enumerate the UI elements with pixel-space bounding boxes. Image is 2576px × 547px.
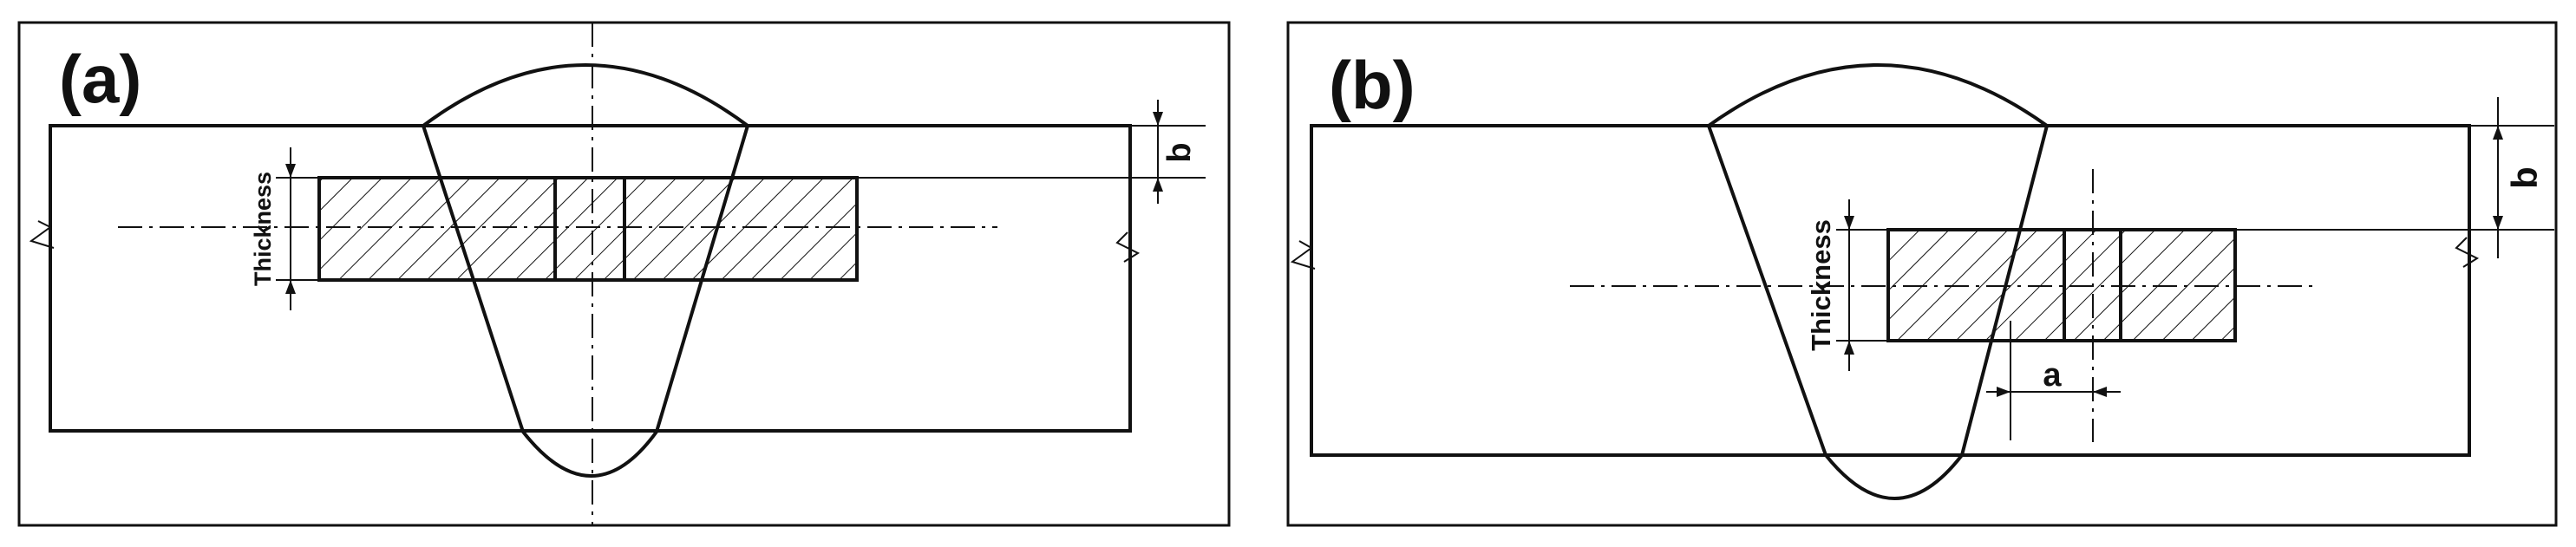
panel-a-thickness-arrow-top (285, 164, 296, 178)
panel-b-right-break-mark (2455, 237, 2480, 268)
panel-b-base-plate (1310, 124, 2471, 457)
panel-a-b-arrow-bottom (1153, 178, 1163, 192)
panel-b-a-arrow-left (1997, 387, 2010, 397)
panel-a-right-break-mark (1115, 231, 1141, 263)
panel-a-b-label: b (1161, 142, 1198, 162)
panel-a-left-break-mark (29, 220, 55, 249)
panel-b-frame (1286, 21, 2558, 527)
panel-b-b-label: b (2504, 166, 2545, 189)
panel-b-b-arrow-top (2493, 126, 2503, 140)
panel-b-label: (b) (1329, 47, 1415, 123)
panel-a-label: (a) (59, 41, 141, 117)
panel-a-thickness-arrow-bottom (285, 280, 296, 294)
panel-b-thickness-label: Thickness (1806, 219, 1836, 351)
panel-b-weld-bead (1706, 63, 2050, 500)
panel-a: (a) Thickness b (17, 21, 1231, 527)
panel-a-frame (17, 21, 1231, 527)
panel-b-a-label: a (2043, 357, 2062, 394)
panel-a-b-arrow-top (1153, 112, 1163, 126)
panel-a-weld-bead (421, 63, 750, 478)
panel-b-a-arrow-right (2093, 387, 2107, 397)
panel-a-base-plate (49, 124, 1132, 433)
panel-a-thickness-label: Thickness (250, 172, 276, 286)
panel-b-thickness-arrow-top (1844, 216, 1854, 230)
panel-b: (b) Thickness a b (1286, 21, 2558, 527)
panel-b-left-break-mark (1290, 240, 1316, 270)
panel-a-embedded-plate (317, 176, 859, 282)
panel-b-b-arrow-bottom (2493, 216, 2503, 230)
panel-b-thickness-arrow-bottom (1844, 341, 1854, 355)
